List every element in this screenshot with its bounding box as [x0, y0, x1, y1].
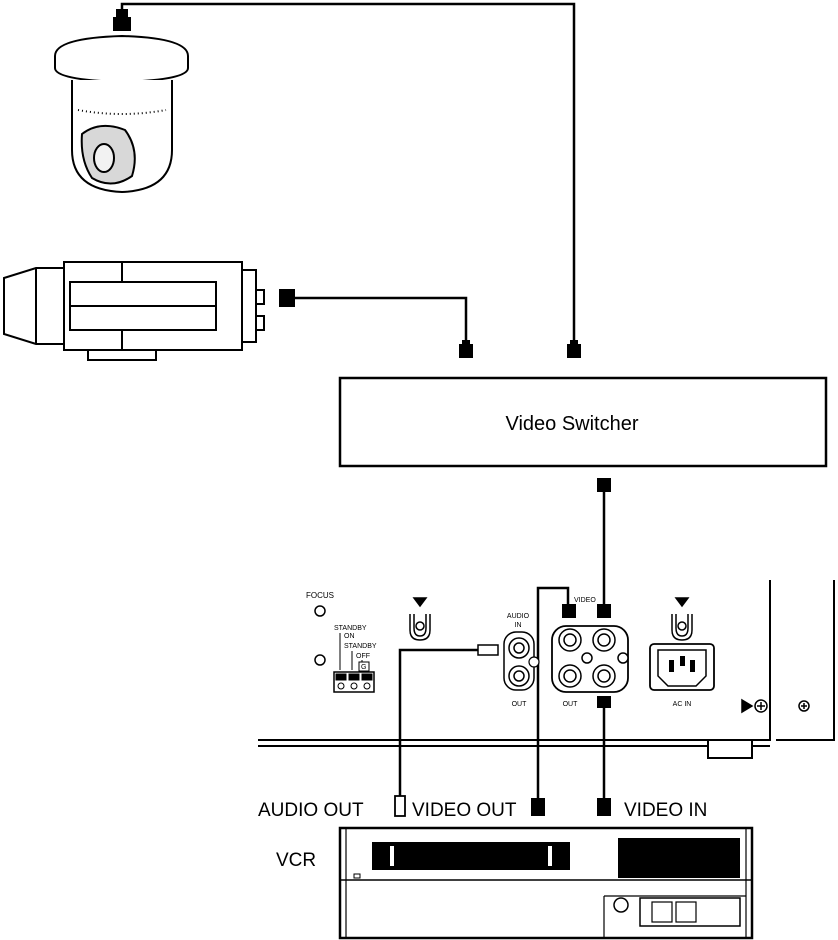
video-out-plug	[531, 798, 545, 816]
dome-camera	[54, 9, 189, 194]
mounting-hook-right	[671, 597, 693, 641]
monitor-rear-panel	[258, 580, 835, 759]
on-label: ON	[344, 633, 355, 640]
focus-knob	[314, 605, 326, 617]
box-camera-cable	[292, 296, 468, 345]
ground-terminals	[741, 698, 810, 714]
standby-knob	[314, 654, 326, 666]
audio-out-cable	[398, 648, 478, 796]
ac-in-label: AC IN	[673, 701, 692, 708]
box-camera	[3, 261, 295, 361]
focus-standby-block: FOCUS STANDBY ON STANDBY OFF G	[306, 591, 377, 693]
video-out-label: VIDEO OUT	[412, 800, 517, 821]
audio-jacks: AUDIO IN OUT	[477, 613, 540, 708]
vcr-connection-labels: AUDIO OUT VIDEO OUT VIDEO IN	[258, 795, 707, 821]
audio-out-plug	[394, 795, 406, 817]
vcr: VCR	[276, 826, 754, 940]
off-label: OFF	[356, 653, 370, 660]
video-in-plug	[597, 798, 611, 816]
ac-inlet: AC IN	[649, 643, 715, 708]
audio-in-label: IN	[515, 622, 522, 629]
video-in-label: VIDEO IN	[624, 800, 707, 821]
switcher-box	[338, 376, 828, 468]
standby-off-label: STANDBY	[344, 643, 377, 650]
focus-label: FOCUS	[306, 591, 334, 600]
audio-out-panel-label: OUT	[512, 701, 528, 708]
monitor-video-out-to-vcr-cable	[536, 586, 570, 800]
video-out-panel-label: OUT	[563, 701, 579, 708]
switcher-label: Video Switcher	[505, 413, 638, 435]
video-label: VIDEO	[574, 597, 596, 604]
audio-label: AUDIO	[507, 613, 530, 620]
video-switcher: Video Switcher	[338, 340, 828, 492]
vcr-label: VCR	[276, 850, 316, 871]
standby-label: STANDBY	[334, 625, 367, 632]
cassette-slot	[372, 842, 570, 870]
vcr-display	[618, 838, 740, 878]
g-label: G	[361, 664, 366, 671]
audio-out-label: AUDIO OUT	[258, 800, 364, 821]
video-jacks: VIDEO OUT	[551, 597, 629, 708]
mounting-hook-left	[409, 597, 431, 641]
